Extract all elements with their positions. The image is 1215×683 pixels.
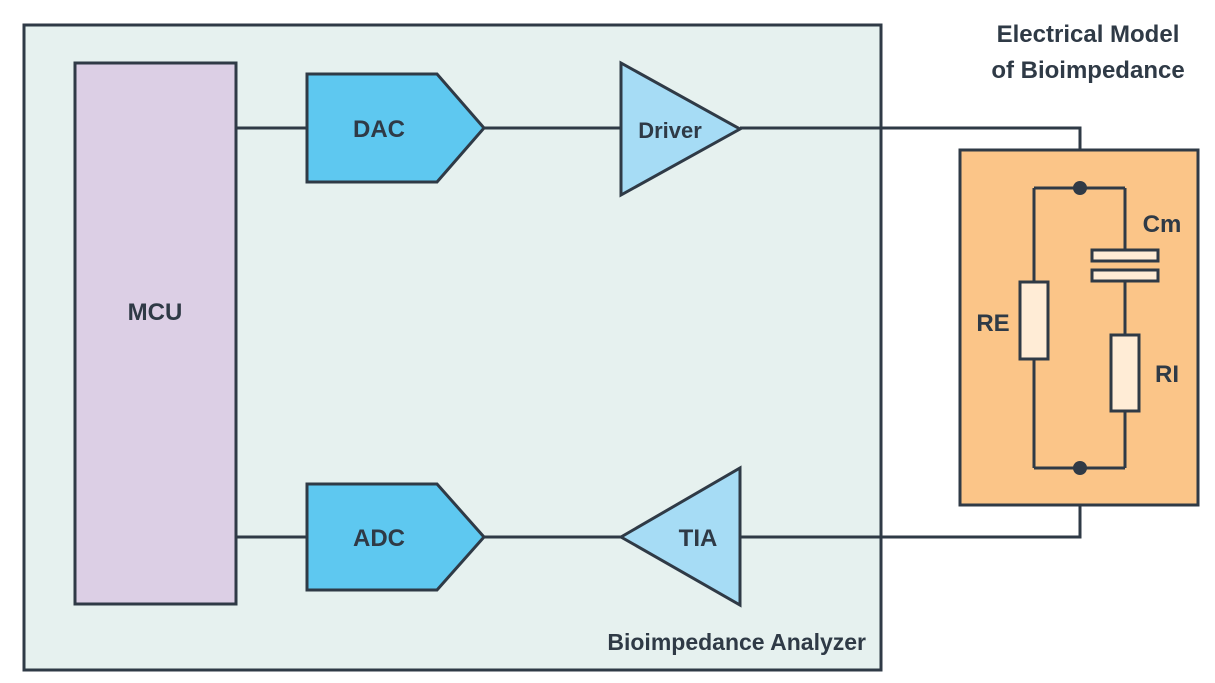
mcu-block xyxy=(73,61,238,606)
ri-label: RI xyxy=(1155,361,1179,388)
cm-capacitor-plate-top xyxy=(1090,248,1160,263)
model-title-line1: Electrical Model xyxy=(997,21,1180,48)
analyzer-label: Bioimpedance Analyzer xyxy=(607,629,866,655)
cm-label: Cm xyxy=(1143,211,1182,238)
model-title-line2: of Bioimpedance xyxy=(991,57,1184,84)
adc-label: ADC xyxy=(353,525,405,552)
ri-resistor xyxy=(1109,333,1141,413)
dac-label: DAC xyxy=(353,116,405,143)
top-junction-dot xyxy=(1073,181,1087,195)
mcu-label: MCU xyxy=(128,299,183,326)
re-resistor xyxy=(1018,280,1050,361)
driver-label: Driver xyxy=(638,118,702,143)
dac-block xyxy=(305,72,486,184)
tia-label: TIA xyxy=(679,525,718,552)
re-label: RE xyxy=(976,310,1009,337)
model-box xyxy=(958,148,1200,507)
adc-block xyxy=(305,482,487,592)
bottom-junction-dot xyxy=(1073,461,1087,475)
cm-capacitor-plate-bottom xyxy=(1090,268,1160,283)
